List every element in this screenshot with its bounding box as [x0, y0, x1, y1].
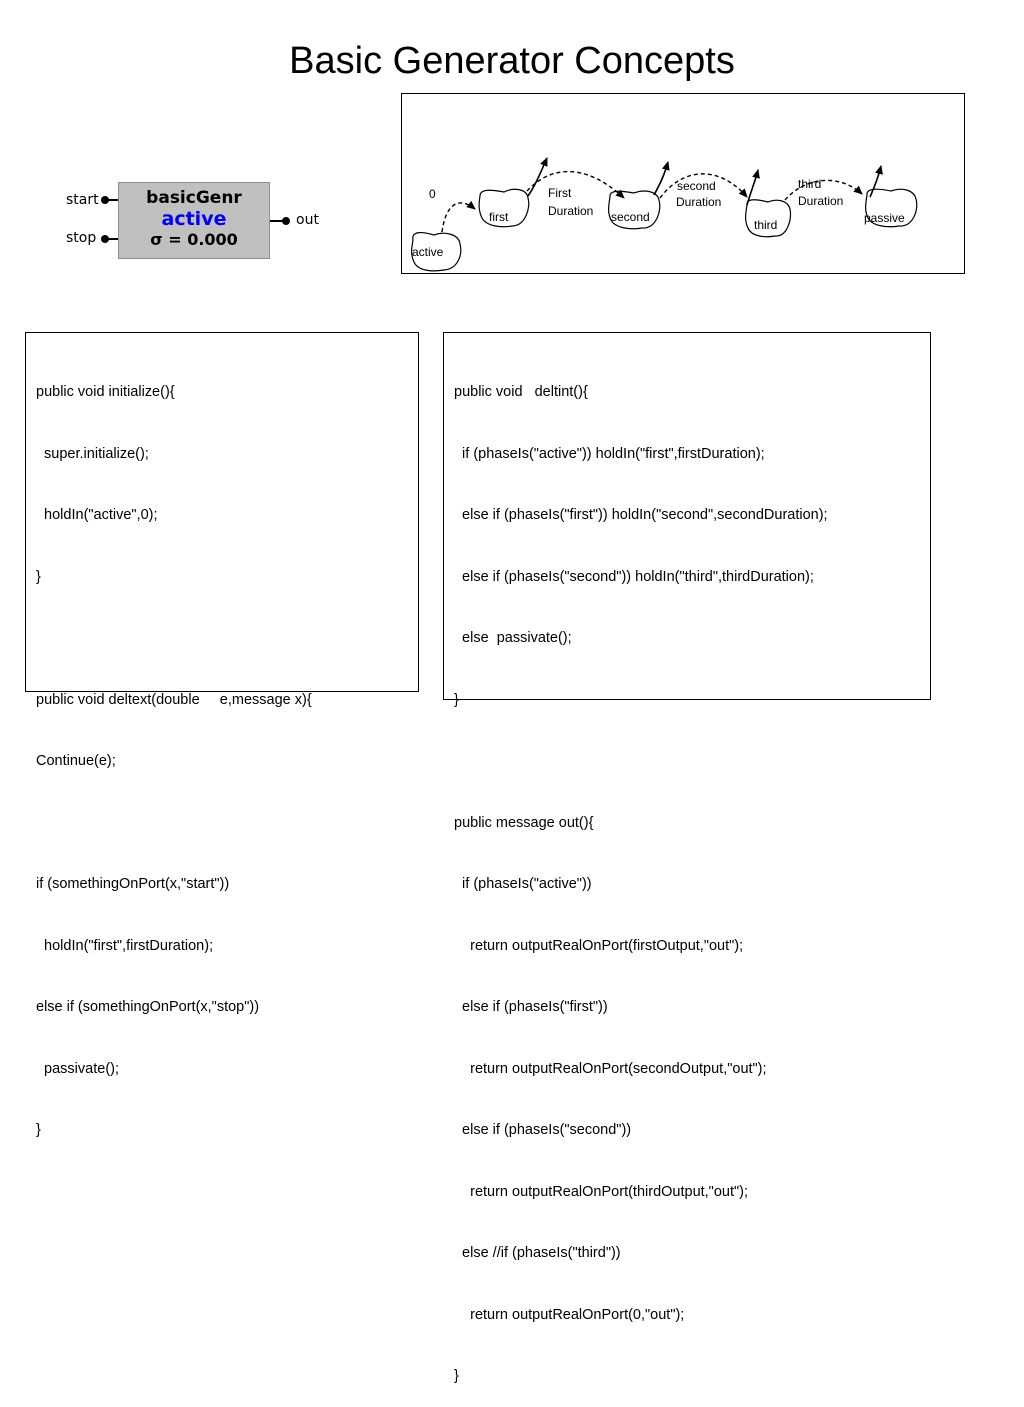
transition-first-second: [526, 170, 625, 199]
code-line: [36, 628, 408, 649]
code-line: }: [36, 1122, 41, 1138]
output-arrow-third: [746, 169, 760, 206]
transition-label-first-duration-1: First: [548, 186, 572, 200]
code-line: else if (somethingOnPort(x,"stop")): [36, 999, 260, 1015]
output-arrow-passive: [869, 165, 883, 198]
code-line: else if (phaseIs("first")) holdIn("secon…: [454, 507, 828, 523]
code-line: public void deltint(){: [454, 384, 588, 400]
inport-line-stop: [104, 238, 118, 240]
code-line: Continue(e);: [36, 753, 116, 769]
outport-line: [270, 220, 286, 222]
state-shape-third: [745, 199, 792, 238]
code-line: else //if (phaseIs("third")): [454, 1245, 621, 1261]
code-line: passivate();: [36, 1060, 119, 1077]
transition-label-third-duration-2: Duration: [798, 194, 844, 208]
code-line: }: [454, 691, 459, 708]
outport-dot: [282, 217, 290, 225]
transition-label-zero: 0: [429, 187, 436, 201]
transition-active-first: [441, 200, 476, 233]
state-shape-first: [478, 188, 530, 228]
state-label-passive: passive: [864, 211, 905, 225]
transition-label-second-duration-2: Duration: [676, 195, 722, 209]
inport-dot-stop: [101, 235, 109, 243]
code-line: public void initialize(){: [36, 384, 175, 400]
code-line: if (somethingOnPort(x,"start")): [36, 876, 230, 892]
code-line: [36, 813, 408, 834]
inport-label-stop: stop: [66, 230, 97, 246]
code-line: holdIn("first",firstDuration);: [36, 937, 214, 954]
state-label-first: first: [489, 210, 509, 224]
state-label-third: third: [754, 218, 778, 232]
code-line: else if (phaseIs("first")): [454, 999, 608, 1015]
state-shape-active: [411, 232, 462, 272]
transition-label-second-duration-1: second: [677, 179, 716, 193]
state-shape-second: [608, 190, 661, 230]
inport-label-start: start: [66, 192, 99, 208]
state-diagram: active first second third passive 0 Firs…: [401, 93, 965, 274]
code-line: else passivate();: [454, 630, 572, 646]
code-line: public void deltext(double e,message x){: [36, 691, 312, 708]
model-name: basicGenr: [146, 188, 242, 208]
model-block: basicGenr active σ = 0.000: [118, 182, 270, 259]
model-phase: active: [161, 208, 227, 230]
code-line: [454, 751, 920, 772]
code-line: public message out(){: [454, 814, 594, 831]
inport-line-start: [104, 199, 118, 201]
transition-label-third-duration-1: third: [798, 177, 822, 191]
state-label-active: active: [412, 245, 444, 259]
code-line: super.initialize();: [36, 445, 149, 462]
code-line: else if (phaseIs("second")): [454, 1122, 632, 1138]
code-line: return outputRealOnPort(0,"out");: [454, 1306, 685, 1323]
state-label-second: second: [611, 210, 650, 224]
code-line: return outputRealOnPort(secondOutput,"ou…: [454, 1060, 767, 1077]
state-diagram-graphic: [411, 157, 918, 272]
code-box-deltint-out: public void deltint(){ if (phaseIs("acti…: [443, 332, 931, 1384]
transition-third-passive: [784, 179, 863, 201]
output-arrow-second: [653, 161, 670, 196]
slide-title: Basic Generator Concepts: [289, 40, 735, 82]
code-line: return outputRealOnPort(thirdOutput,"out…: [454, 1183, 748, 1200]
state-shape-passive: [865, 188, 918, 228]
code-line: else if (phaseIs("second")) holdIn("thir…: [454, 568, 814, 585]
code-box-initialize-deltext: public void initialize(){ super.initiali…: [25, 332, 419, 1138]
outport-label: out: [296, 212, 319, 228]
code-line: }: [454, 1368, 459, 1384]
model-sigma: σ = 0.000: [150, 230, 238, 249]
transition-label-first-duration-2: Duration: [548, 204, 594, 218]
code-line: return outputRealOnPort(firstOutput,"out…: [454, 937, 744, 954]
inport-dot-start: [101, 196, 109, 204]
code-line: if (phaseIs("active")): [454, 876, 592, 892]
code-line: if (phaseIs("active")) holdIn("first",fi…: [454, 445, 765, 462]
transition-second-third: [659, 173, 748, 199]
code-line: holdIn("active",0);: [36, 507, 158, 523]
output-arrow-first: [527, 157, 548, 197]
code-line: }: [36, 568, 41, 585]
